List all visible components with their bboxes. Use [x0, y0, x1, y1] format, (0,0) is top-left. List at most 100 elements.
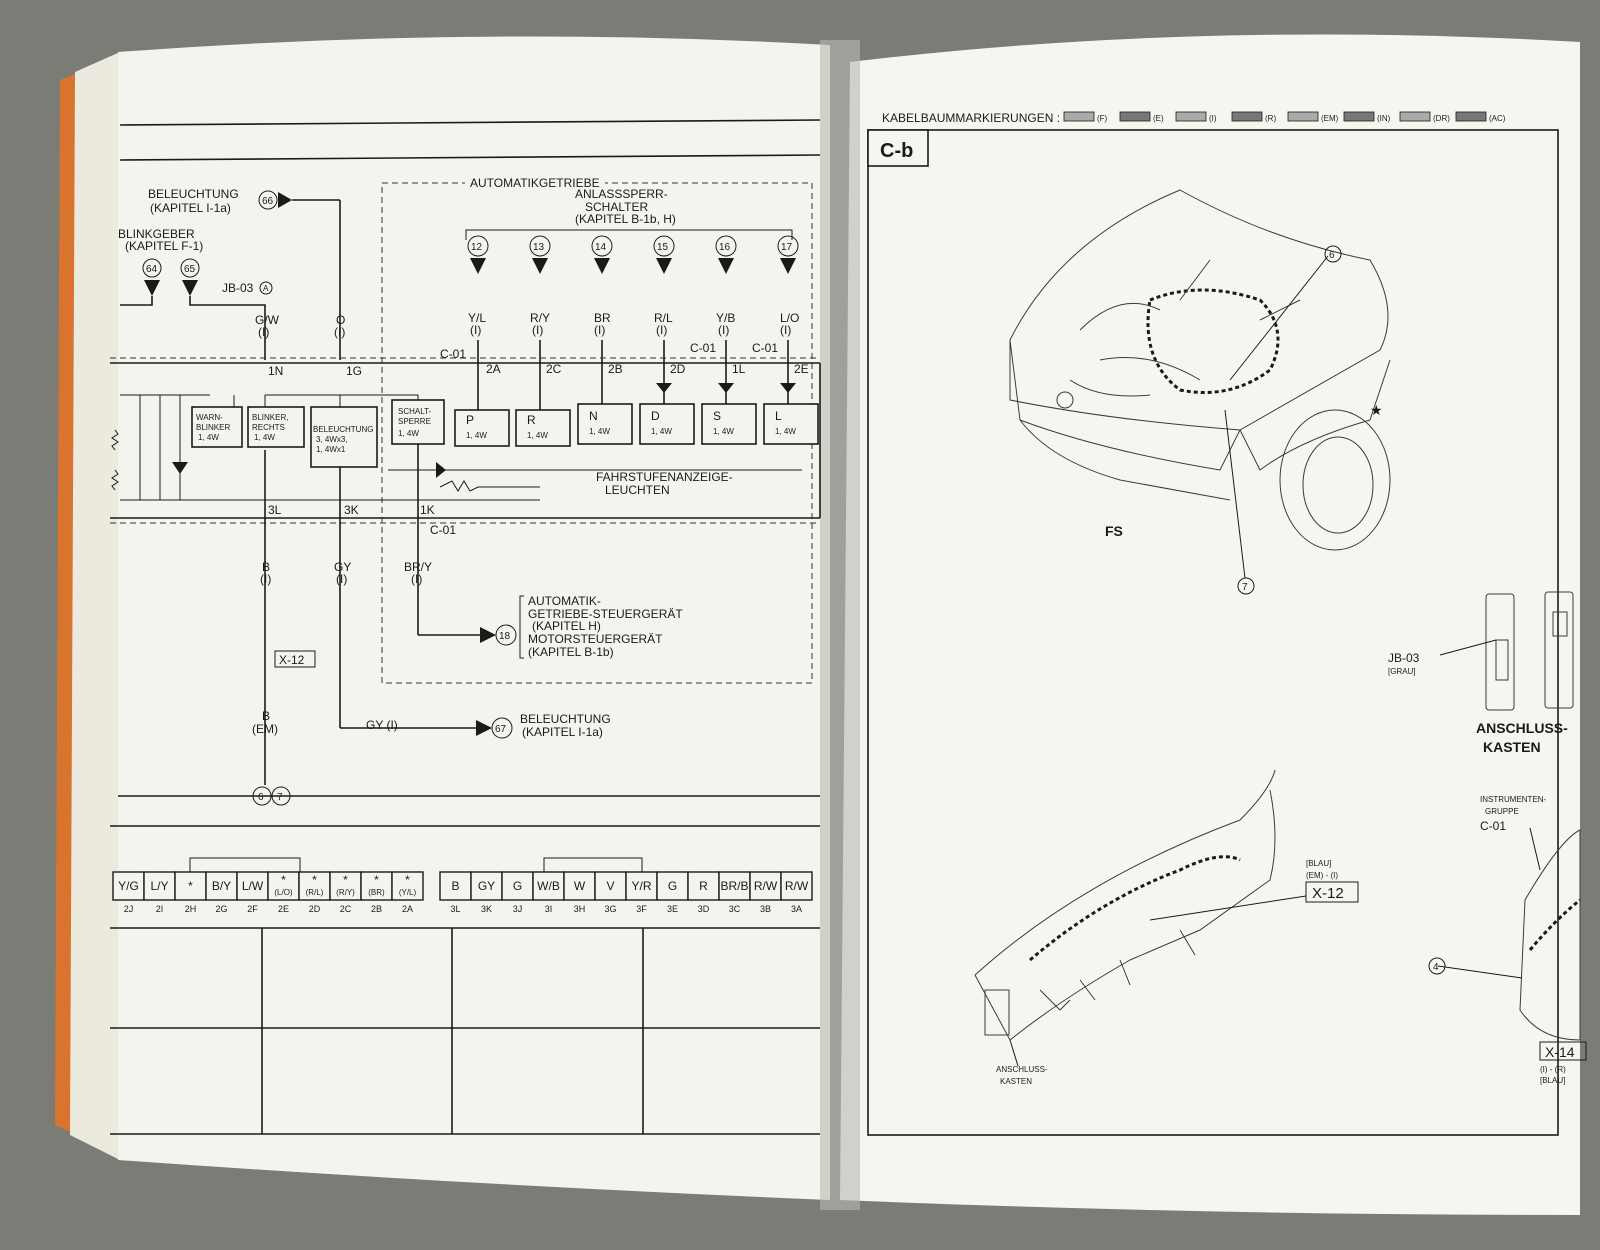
wire-b-harness: (I)	[260, 572, 271, 586]
svg-text:(I): (I)	[780, 323, 791, 337]
connector-2-pin-label: 2E	[278, 904, 289, 914]
x12-right-harness: (EM) - (I)	[1306, 871, 1338, 880]
dashboard-drawing	[974, 769, 1581, 1067]
svg-text:1, 4W: 1, 4W	[589, 427, 610, 436]
ref-67: 67	[495, 724, 507, 735]
connector-2-cell-label: B/Y	[212, 879, 231, 893]
connector-3-cell-label: G	[513, 879, 522, 893]
blinkgeber-label: BLINKGEBER	[118, 227, 195, 241]
connector-3-pin-label: 3C	[729, 904, 741, 914]
pin-1g: 1G	[346, 364, 362, 378]
jb03-label: JB-03	[222, 281, 254, 295]
svg-text:2E: 2E	[794, 362, 809, 376]
marker-7: 7	[1242, 582, 1248, 593]
x14-code: X-14	[1545, 1044, 1575, 1060]
connector-2-pin-label: 2I	[156, 904, 164, 914]
connector-3-cell-label: R	[699, 879, 708, 893]
wire-gy-i: GY (I)	[366, 718, 398, 732]
c01-label-2: C-01	[690, 341, 716, 355]
gear-lamp-r: R 1, 4W	[515, 409, 571, 447]
anschluss-left-1: ANSCHLUSS-	[996, 1065, 1048, 1074]
legend-label: (R)	[1265, 114, 1276, 123]
connector-2-pin-label: 2G	[215, 904, 227, 914]
connector-3-cell-label: GY	[478, 879, 495, 893]
wire-o: O	[336, 313, 345, 327]
svg-text:SCHALT-: SCHALT-	[398, 407, 432, 416]
svg-text:N: N	[589, 409, 598, 423]
anlass-line3: (KAPITEL B-1b, H)	[575, 212, 676, 226]
legend-swatch	[1343, 111, 1375, 122]
connector-3-pin-label: 3D	[698, 904, 710, 914]
ref-66: 66	[262, 196, 274, 207]
legend-label: (F)	[1097, 114, 1108, 123]
connector-3-cell-label: V	[606, 879, 614, 893]
svg-text:2B: 2B	[608, 362, 623, 376]
connector-2-pin-label: 2C	[340, 904, 352, 914]
connector-3-cell-label: BR/B	[720, 879, 748, 893]
wire-bry: BR/Y	[404, 560, 432, 574]
marker-4: 4	[1433, 962, 1439, 973]
ref-64: 64	[146, 264, 158, 275]
connector-2-cell-label: (BR)	[368, 888, 385, 897]
wire-b: B	[262, 560, 270, 574]
legend-swatch	[1175, 111, 1207, 122]
connector-3-cell-label: W/B	[537, 879, 560, 893]
out18-line3: (KAPITEL H)	[532, 619, 601, 633]
svg-text:14: 14	[595, 242, 607, 253]
jb03-mark: A	[263, 284, 269, 293]
c01-label-3: C-01	[752, 341, 778, 355]
wire-gw: G/W	[255, 313, 280, 327]
connector-3-pin-label: 3E	[667, 904, 678, 914]
connector-2-cell-label: *	[188, 879, 193, 893]
pin-3l: 3L	[268, 503, 282, 517]
fahrstufen-line2: LEUCHTEN	[605, 483, 670, 497]
wire-gy-harness: (I)	[336, 572, 347, 586]
svg-text:R/Y: R/Y	[530, 311, 550, 325]
svg-text:BLINKER: BLINKER	[196, 423, 230, 432]
connector-2-cell	[205, 871, 238, 901]
gear-lamp-d: D 1, 4W	[639, 403, 695, 445]
gear-lamp-l: L 1, 4W	[763, 403, 819, 445]
connector-3-cell-label: R/W	[785, 879, 809, 893]
x12-right-code: X-12	[1312, 885, 1344, 902]
svg-text:1, 4W: 1, 4W	[254, 433, 275, 442]
connector-3-cell-label: W	[574, 879, 586, 893]
legend-swatch	[1063, 111, 1095, 122]
anlass-line2: SCHALTER	[585, 200, 648, 214]
fahrstufen-line1: FAHRSTUFENANZEIGE-	[596, 470, 733, 484]
svg-text:1, 4W: 1, 4W	[466, 431, 487, 440]
input-12: 12 Y/L (I) 2A	[467, 235, 501, 410]
svg-text:(I): (I)	[656, 323, 667, 337]
connector-3-pin-label: 3G	[604, 904, 616, 914]
c01-label-4: C-01	[430, 523, 456, 537]
input-15: 15 R/L (I) 2D	[653, 235, 686, 410]
wire-gw-harness: (I)	[258, 325, 269, 339]
connector-3-cell-label: G	[668, 879, 677, 893]
svg-text:(I): (I)	[532, 323, 543, 337]
svg-text:12: 12	[471, 242, 483, 253]
svg-text:Y/B: Y/B	[716, 311, 735, 325]
connector-3-pin-label: 3F	[636, 904, 647, 914]
connector-2-pin-label: 2A	[402, 904, 413, 914]
connector-3-cell-label: R/W	[754, 879, 778, 893]
wiring-schematic: BELEUCHTUNG (KAPITEL I-1a) 66 BLINKGEBER…	[110, 119, 821, 1135]
svg-text:2C: 2C	[546, 362, 562, 376]
gear-lamp-n: N 1, 4W	[577, 403, 633, 445]
beleuchtung-chapter: (KAPITEL I-1a)	[150, 201, 231, 215]
out18-line4: MOTORSTEUERGERÄT	[528, 632, 663, 646]
connector-3-cell	[470, 871, 503, 901]
pin-3k: 3K	[344, 503, 359, 517]
beleuchtung-label: BELEUCHTUNG	[148, 187, 239, 201]
anschluss-right-2: KASTEN	[1483, 739, 1541, 755]
svg-text:Y/L: Y/L	[468, 311, 486, 325]
svg-text:13: 13	[533, 242, 545, 253]
input-14: 14 BR (I) 2B	[591, 235, 623, 410]
instrumenten-code: C-01	[1480, 819, 1506, 833]
legend-swatch	[1399, 111, 1431, 122]
ref-65: 65	[184, 264, 196, 275]
connector-3-cell	[780, 871, 813, 901]
book-gutter	[820, 40, 860, 1210]
x12-right-color: [BLAU]	[1306, 859, 1331, 868]
svg-text:(I): (I)	[470, 323, 481, 337]
legend-swatch	[1231, 111, 1263, 122]
